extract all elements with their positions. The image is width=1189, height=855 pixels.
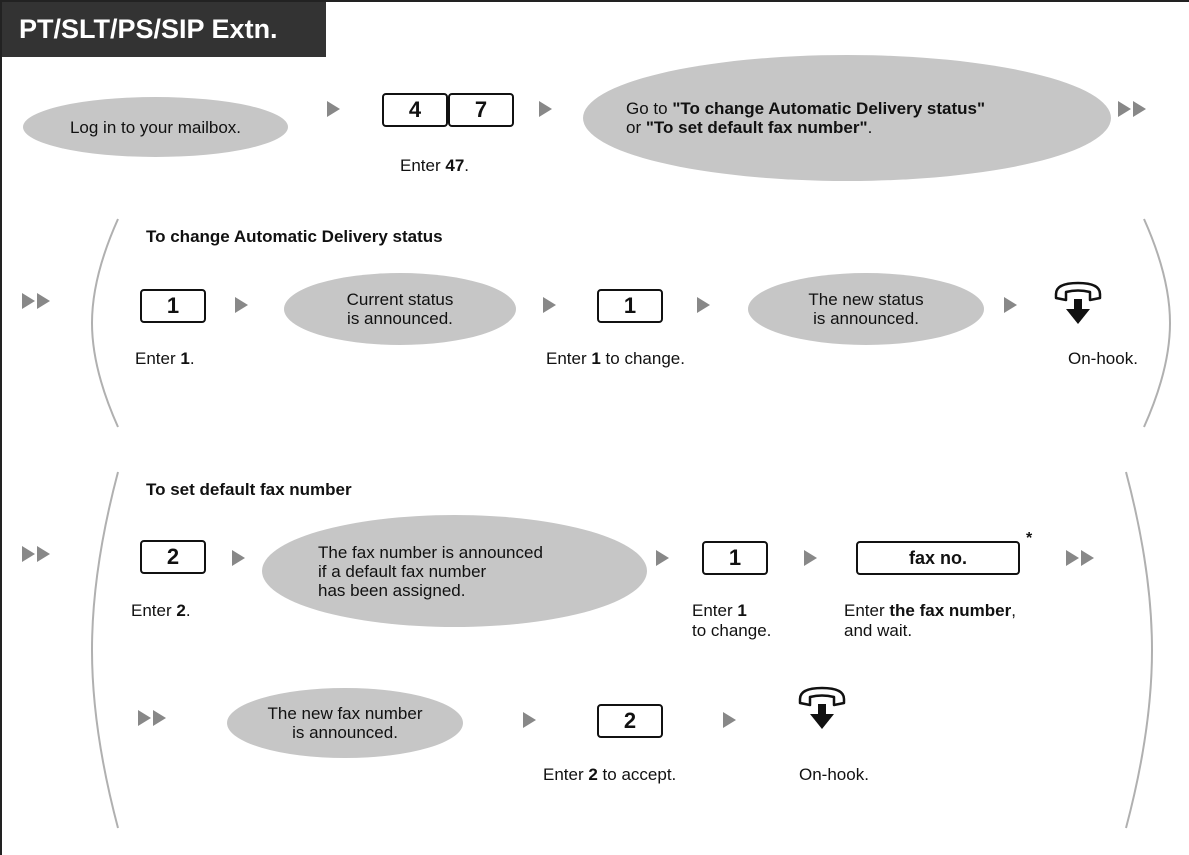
enter-1-to-change-caption: Enter 1 to change.: [546, 349, 685, 369]
fax-number-announced-text: The fax number is announced if a default…: [318, 542, 543, 600]
continue-double-arrow-icon: [22, 293, 54, 309]
key-2-label: 2: [623, 708, 637, 733]
caption-value: 1: [591, 349, 601, 368]
login-step: Log in to your mailbox.: [23, 97, 288, 157]
fax-number-announced-step: The fax number is announced if a default…: [262, 515, 647, 627]
enter-47-caption: Enter 47.: [400, 156, 469, 176]
continue-double-arrow-icon: [22, 546, 54, 562]
caption-value: 47: [445, 156, 465, 175]
arrow-icon: [543, 297, 556, 313]
frame-left-border: [0, 0, 2, 855]
enter-1-to-change-caption: Enter 1 to change.: [692, 601, 771, 641]
key-4-label: 4: [408, 97, 422, 122]
caption-suffix: to change.: [600, 349, 685, 368]
key-4: 4: [382, 93, 448, 127]
current-status-text: Current status is announced.: [346, 290, 454, 328]
goto-option-1: "To change Automatic Delivery status": [672, 99, 986, 118]
key-7: 7: [448, 93, 514, 127]
caption-prefix: Enter: [844, 601, 890, 620]
arrow-icon: [235, 297, 248, 313]
enter-2-caption: Enter 2.: [131, 601, 191, 621]
on-hook-caption: On-hook.: [799, 765, 869, 784]
goto-step-text: Go to "To change Automatic Delivery stat…: [583, 99, 985, 137]
section1-left-bracket: [90, 218, 119, 428]
on-hook-caption: On-hook.: [1068, 349, 1138, 368]
caption-prefix: Enter: [400, 156, 446, 175]
new-fax-number-text: The new fax number is announced.: [267, 704, 423, 742]
section1-right-bracket: [1143, 218, 1172, 428]
on-hook-phone-icon: [798, 686, 846, 729]
caption-prefix: Enter: [546, 349, 592, 368]
arrow-icon: [232, 550, 245, 566]
fax-number-key: fax no.: [856, 541, 1020, 575]
section2-left-bracket: [90, 471, 119, 829]
goto-option-2: "To set default fax number": [645, 118, 868, 137]
key-1-label: 1: [728, 545, 742, 570]
key-1: 1: [597, 289, 663, 323]
enter-1-caption: Enter 1.: [135, 349, 195, 369]
key-1: 1: [140, 289, 206, 323]
arrow-icon: [327, 101, 340, 117]
continue-double-arrow-icon: [138, 710, 170, 726]
caption-value: the fax number: [889, 601, 1012, 620]
frame-top-border: [0, 0, 1189, 2]
key-1: 1: [702, 541, 768, 575]
key-2-label: 2: [166, 544, 180, 569]
goto-suffix: .: [867, 118, 873, 137]
new-fax-number-step: The new fax number is announced.: [227, 688, 463, 758]
section2-title: To set default fax number: [146, 480, 352, 499]
caption-value: 1: [737, 601, 747, 620]
key-2: 2: [140, 540, 206, 574]
fax-number-key-label: fax no.: [908, 547, 967, 568]
caption-value: 2: [588, 765, 598, 784]
caption-line2: to change.: [692, 621, 772, 640]
caption-suffix: to accept.: [597, 765, 677, 784]
key-2: 2: [597, 704, 663, 738]
caption-line2: and wait.: [844, 621, 913, 640]
arrow-icon: [1004, 297, 1017, 313]
header-title: PT/SLT/PS/SIP Extn.: [19, 14, 278, 44]
caption-prefix: Enter: [131, 601, 177, 620]
caption-prefix: Enter: [692, 601, 738, 620]
login-step-text: Log in to your mailbox.: [69, 117, 242, 137]
header-tab: PT/SLT/PS/SIP Extn.: [2, 2, 326, 57]
enter-fax-number-caption: Enter the fax number, and wait.: [844, 601, 1016, 641]
caption-prefix: Enter: [543, 765, 589, 784]
arrow-icon: [697, 297, 710, 313]
new-status-step: The new status is announced.: [748, 273, 984, 345]
caption-prefix: Enter: [135, 349, 181, 368]
caption-suffix: .: [185, 601, 191, 620]
new-status-text: The new status is announced.: [808, 290, 924, 328]
asterisk-footnote-mark: *: [1026, 530, 1033, 547]
arrow-icon: [804, 550, 817, 566]
key-1-label: 1: [166, 293, 180, 318]
current-status-step: Current status is announced.: [284, 273, 516, 345]
key-7-label: 7: [474, 97, 488, 122]
caption-suffix: ,: [1011, 601, 1016, 620]
section2-right-bracket: [1125, 471, 1154, 829]
caption-value: 1: [180, 349, 190, 368]
key-1-label: 1: [623, 293, 637, 318]
section1-title: To change Automatic Delivery status: [146, 227, 443, 246]
continue-double-arrow-icon: [1118, 101, 1150, 117]
caption-value: 2: [176, 601, 186, 620]
goto-prefix: Go to: [626, 99, 673, 118]
caption-suffix: .: [464, 156, 470, 175]
arrow-icon: [523, 712, 536, 728]
continue-double-arrow-icon: [1066, 550, 1098, 566]
on-hook-phone-icon: [1054, 281, 1102, 324]
goto-or: or: [626, 118, 646, 137]
caption-suffix: .: [189, 349, 195, 368]
arrow-icon: [539, 101, 552, 117]
arrow-icon: [656, 550, 669, 566]
enter-2-to-accept-caption: Enter 2 to accept.: [543, 765, 676, 785]
goto-step: Go to "To change Automatic Delivery stat…: [583, 55, 1111, 181]
arrow-icon: [723, 712, 736, 728]
